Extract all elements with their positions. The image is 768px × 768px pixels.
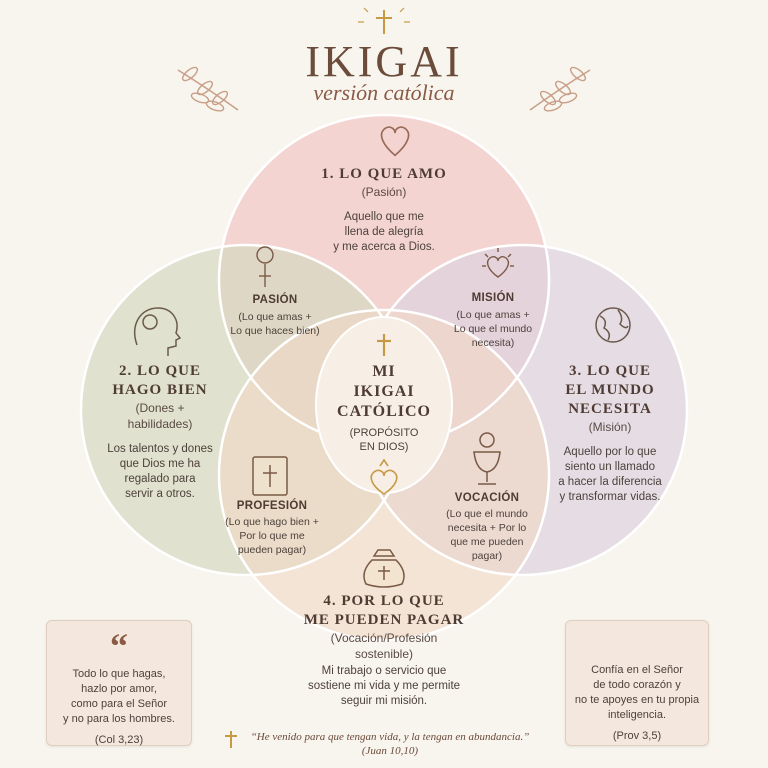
circle-left-desc-line: servir a otros. bbox=[125, 488, 195, 500]
intersection-mision: MISIÓN (Lo que amas + Lo que el mundo ne… bbox=[433, 292, 553, 350]
circle-right-desc-line: y transformar vidas. bbox=[559, 491, 661, 503]
intersection-vocacion-title: VOCACIÓN bbox=[454, 492, 520, 504]
quote-left-line: hazlo por amor, bbox=[81, 683, 157, 695]
footer-verse: “He venido para que tengan vida, y la te… bbox=[250, 731, 530, 743]
intersection-mision-desc: (Lo que amas + bbox=[456, 309, 530, 321]
sacred-heart-icon bbox=[370, 458, 398, 495]
quote-left-line: como para el Señor bbox=[71, 698, 167, 710]
circle-bottom-subtitle: sostenible) bbox=[354, 647, 414, 661]
circle-left-text: 2. LO QUE HAGO BIEN (Dones + habilidades… bbox=[95, 362, 225, 502]
circle-bottom-text: 4. POR LO QUE ME PUEDEN PAGAR (Vocación/… bbox=[274, 592, 494, 709]
circle-bottom-title: 4. POR LO QUE bbox=[323, 593, 445, 609]
quote-left-ref: (Col 3,23) bbox=[94, 734, 144, 746]
circle-left-subtitle: habilidades) bbox=[127, 417, 193, 431]
chalice-icon bbox=[473, 432, 501, 485]
intersection-pasion-desc: (Lo que amas + bbox=[238, 311, 312, 323]
circle-right-desc-line: a hacer la diferencia bbox=[558, 476, 662, 488]
footer-cross-icon bbox=[225, 731, 237, 748]
quote-left-line: Todo lo que hagas, bbox=[72, 668, 166, 680]
circle-left-desc-line: que Dios me ha bbox=[119, 458, 201, 470]
intersection-mision-desc: necesita) bbox=[471, 337, 515, 349]
footer-ref: (Juan 10,10) bbox=[361, 745, 419, 757]
center-title: MI bbox=[372, 363, 396, 380]
heart-icon bbox=[380, 126, 410, 157]
circle-bottom-desc-line: sostiene mi vida y me permite bbox=[307, 680, 461, 692]
circle-top-title: 1. LO QUE AMO bbox=[321, 166, 447, 182]
intersection-mision-desc: Lo que el mundo bbox=[453, 323, 533, 335]
intersection-vocacion-desc: que me pueden bbox=[450, 536, 524, 548]
intersection-mision-title: MISIÓN bbox=[471, 292, 515, 304]
footer-quote: “He venido para que tengan vida, y la te… bbox=[240, 731, 540, 757]
circle-right-text: 3. LO QUE EL MUNDO NECESITA (Misión) Aqu… bbox=[545, 362, 675, 505]
intersection-pasion-desc: Lo que haces bien) bbox=[230, 325, 320, 337]
page-subtitle: versión católica bbox=[313, 80, 455, 105]
rosary-icon bbox=[256, 246, 274, 287]
left-laurel-icon bbox=[177, 66, 239, 112]
circle-top-text: 1. LO QUE AMO (Pasión) Aquello que me ll… bbox=[284, 165, 484, 255]
intersection-profesion: PROFESIÓN (Lo que hago bien + Por lo que… bbox=[212, 500, 332, 557]
intersection-vocacion: VOCACIÓN (Lo que el mundo necesita + Por… bbox=[428, 492, 546, 563]
intersection-profesion-title: PROFESIÓN bbox=[236, 500, 308, 512]
center-title: IKIGAI bbox=[353, 383, 415, 400]
quote-right-ref: (Prov 3,5) bbox=[612, 730, 662, 742]
circle-bottom-subtitle: (Vocación/Profesión bbox=[330, 631, 438, 645]
center-lens bbox=[315, 316, 453, 494]
center-title: CATÓLICO bbox=[337, 403, 431, 420]
quote-box-left: “ Todo lo que hagas, hazlo por amor, com… bbox=[46, 620, 192, 746]
circle-right-title: 3. LO QUE bbox=[569, 363, 651, 379]
intersection-vocacion-desc: (Lo que el mundo bbox=[446, 508, 528, 520]
circle-right-title: NECESITA bbox=[568, 401, 652, 417]
circle-top-desc-line: y me acerca a Dios. bbox=[333, 241, 435, 253]
circle-bottom-desc-line: Mi trabajo o servicio que bbox=[321, 665, 447, 677]
quote-right-line: no te apoyes en tu propia bbox=[574, 694, 700, 706]
circle-top-subtitle: (Pasión) bbox=[361, 185, 407, 199]
circle-left-subtitle: (Dones + bbox=[135, 401, 185, 415]
radiant-heart-icon bbox=[482, 248, 514, 278]
page-title: IKIGAI bbox=[305, 37, 463, 86]
intersection-profesion-desc: (Lo que hago bien + bbox=[225, 516, 319, 528]
center-subtitle: EN DIOS) bbox=[359, 441, 409, 453]
quote-right-line: Confía en el Señor bbox=[591, 664, 683, 676]
circle-right-subtitle: (Misión) bbox=[588, 420, 632, 434]
money-bag-icon bbox=[363, 549, 405, 588]
brain-head-icon bbox=[134, 307, 182, 356]
intersection-vocacion-desc: necesita + Por lo bbox=[447, 522, 527, 534]
right-laurel-icon bbox=[529, 66, 591, 112]
intersection-profesion-desc: pueden pagar) bbox=[237, 544, 307, 556]
circle-left-title: HAGO BIEN bbox=[112, 382, 208, 398]
quote-left-line: y no para los hombres. bbox=[63, 713, 175, 725]
circle-right-desc-line: siento un llamado bbox=[564, 461, 656, 473]
center-subtitle: (PROPÓSITO bbox=[349, 427, 419, 439]
circle-bottom-title: ME PUEDEN PAGAR bbox=[303, 612, 465, 628]
center-cross-icon bbox=[377, 334, 391, 356]
intersection-pasion-title: PASIÓN bbox=[252, 294, 298, 306]
intersection-vocacion-desc: pagar) bbox=[471, 550, 503, 562]
globe-icon bbox=[595, 307, 631, 343]
bible-icon bbox=[252, 456, 288, 496]
circle-right-title: EL MUNDO bbox=[565, 382, 655, 398]
circle-left-desc-line: Los talentos y dones bbox=[107, 443, 213, 455]
quote-right-line: inteligencia. bbox=[607, 709, 667, 721]
quote-box-right: Confía en el Señor de todo corazón y no … bbox=[565, 620, 709, 746]
header-cross-icon bbox=[358, 7, 410, 34]
quote-right-line: de todo corazón y bbox=[593, 679, 681, 691]
circle-right-desc-line: Aquello por lo que bbox=[563, 446, 657, 458]
center-ikigai: MI IKIGAI CATÓLICO (PROPÓSITO EN DIOS) bbox=[324, 362, 444, 454]
circle-top-desc-line: Aquello que me bbox=[344, 211, 424, 223]
intersection-profesion-desc: Por lo que me bbox=[239, 530, 305, 542]
circle-top-desc-line: llena de alegría bbox=[344, 226, 424, 238]
intersection-pasion: PASIÓN (Lo que amas + Lo que haces bien) bbox=[215, 294, 335, 338]
quote-mark-icon: “ bbox=[110, 626, 128, 666]
circle-left-desc-line: regalado para bbox=[124, 473, 196, 485]
circle-bottom-desc-line: seguir mi misión. bbox=[340, 695, 428, 707]
circle-left-title: 2. LO QUE bbox=[119, 363, 201, 379]
